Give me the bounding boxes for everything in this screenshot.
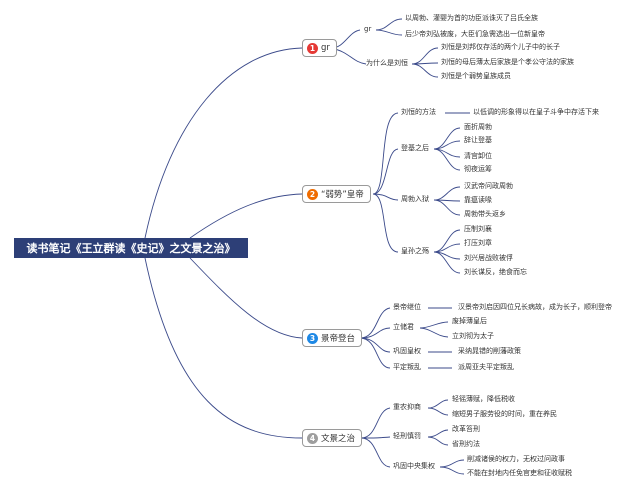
leaf[interactable]: 面折周勃 bbox=[464, 123, 492, 131]
badge-4-icon: 4 bbox=[307, 432, 318, 444]
subtopic[interactable]: gr bbox=[364, 25, 372, 33]
subtopic[interactable]: 巩固皇权 bbox=[393, 347, 421, 355]
subtopic[interactable]: 平定叛乱 bbox=[393, 363, 421, 371]
subtopic[interactable]: 轻刑慎罚 bbox=[393, 432, 421, 440]
link-root-topic3 bbox=[189, 257, 303, 339]
link-root-topic1 bbox=[144, 47, 303, 239]
subtopic[interactable]: 周勃入狱 bbox=[401, 195, 429, 203]
leaf[interactable]: 不能在封地内任免官吏和征收赋税 bbox=[467, 469, 572, 477]
leaf[interactable]: 辞让登基 bbox=[464, 136, 492, 144]
subtopic[interactable]: 巩固中央集权 bbox=[393, 462, 435, 470]
subtopic[interactable]: 景帝继位 bbox=[393, 303, 421, 311]
leaf[interactable]: 汉景帝刘启因四位兄长病故，成为长子，顺利登帝 bbox=[458, 303, 612, 311]
leaf[interactable]: 彻夜运筹 bbox=[464, 165, 492, 173]
leaf[interactable]: 以周勃、灌婴为首的功臣派诛灭了吕氏全族 bbox=[405, 14, 538, 22]
leaf[interactable]: 以低调的形象得以在皇子斗争中存活下来 bbox=[473, 108, 599, 116]
link-root-topic4 bbox=[144, 257, 303, 439]
badge-3-icon: 3 bbox=[307, 332, 318, 344]
topic-4-label: 文景之治 bbox=[321, 434, 356, 444]
leaf[interactable]: 汉武帝问政周勃 bbox=[464, 182, 513, 190]
leaf[interactable]: 刘恒是个弱势皇族成员 bbox=[441, 72, 511, 80]
badge-2-icon: 2 bbox=[307, 188, 318, 200]
root-title: 读书笔记《王立群读《史记》之文景之治》 bbox=[26, 242, 236, 255]
subtopic[interactable]: 为什么是刘恒 bbox=[366, 59, 408, 67]
leaf[interactable]: 改革笞刑 bbox=[452, 425, 480, 433]
leaf[interactable]: 靠瘟读喙 bbox=[464, 196, 492, 204]
subtopic[interactable]: 登基之后 bbox=[401, 144, 429, 152]
badge-1-icon: 1 bbox=[307, 42, 318, 54]
subtopic[interactable]: 刘恒的方法 bbox=[401, 108, 436, 116]
leaf[interactable]: 刘兴居战败被俘 bbox=[464, 254, 513, 262]
leaf[interactable]: 削减诸侯的权力，无权过问政事 bbox=[467, 455, 565, 463]
subtopic[interactable]: 重农抑商 bbox=[393, 403, 421, 411]
leaf[interactable]: 刘恒是刘邦仅存活的两个儿子中的长子 bbox=[441, 43, 560, 51]
leaf[interactable]: 清宫卸位 bbox=[464, 152, 492, 160]
subtopic[interactable]: 立储君 bbox=[393, 323, 414, 331]
leaf[interactable]: 废掉薄皇后 bbox=[452, 317, 487, 325]
topic-2[interactable]: 2 “弱势”皇帝 bbox=[302, 185, 371, 203]
leaf[interactable]: 打压刘章 bbox=[464, 239, 492, 247]
subtopic[interactable]: 皇孙之殇 bbox=[401, 247, 429, 255]
leaf[interactable]: 缩短男子服劳役的时间，重在养民 bbox=[452, 410, 557, 418]
topic-3-label: 景帝登台 bbox=[321, 334, 356, 344]
leaf[interactable]: 省刑约法 bbox=[452, 440, 480, 448]
leaf[interactable]: 周勃带头返乡 bbox=[464, 210, 506, 218]
leaf[interactable]: 立刘彻为太子 bbox=[452, 332, 494, 340]
topic-1[interactable]: 1 gr bbox=[302, 39, 337, 57]
leaf[interactable]: 轻徭薄赋，降低税收 bbox=[452, 395, 515, 403]
topic-2-label: “弱势”皇帝 bbox=[321, 190, 364, 200]
topic-1-label: gr bbox=[321, 43, 330, 53]
leaf[interactable]: 刘恒的母后薄太后家族是个孝公守法的家族 bbox=[441, 58, 574, 66]
leaf[interactable]: 后少帝刘弘被废，大臣们急需选出一位新皇帝 bbox=[405, 30, 545, 38]
leaf[interactable]: 压制刘襄 bbox=[464, 225, 492, 233]
link-root-topic2 bbox=[189, 193, 303, 239]
leaf[interactable]: 采纳晁错的削藩政策 bbox=[458, 347, 521, 355]
leaf[interactable]: 派周亚夫平定叛乱 bbox=[458, 363, 514, 371]
root-topic[interactable]: 读书笔记《王立群读《史记》之文景之治》 bbox=[14, 238, 248, 258]
leaf[interactable]: 刘长谋反，绝食而忘 bbox=[464, 268, 527, 276]
topic-4[interactable]: 4 文景之治 bbox=[302, 429, 363, 447]
topic-3[interactable]: 3 景帝登台 bbox=[302, 329, 363, 347]
